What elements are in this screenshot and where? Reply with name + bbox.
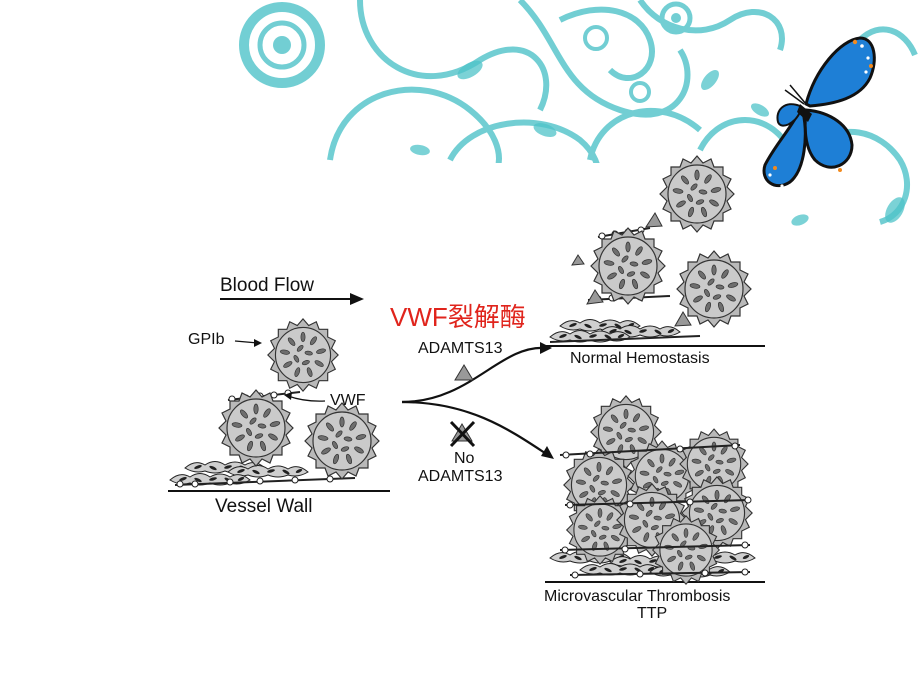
branch-arrow-upper (401, 346, 546, 404)
microvascular-thrombosis-label: Microvascular Thrombosis (544, 588, 731, 605)
ttp-label: TTP (637, 605, 668, 622)
no-adamts13-label: ADAMTS13 (418, 468, 503, 485)
branch-arrow-lower (401, 400, 549, 456)
blood-flow-arrowhead (350, 293, 364, 305)
thrombosis-vwf-strands (559, 442, 752, 579)
no-label: No (454, 450, 475, 467)
cleaved-fragments (571, 212, 692, 327)
vwf-label: VWF (330, 392, 366, 409)
swirl-leaves (410, 60, 905, 226)
butterfly-icon (762, 36, 876, 188)
adamts13-triangle (454, 364, 474, 381)
normal-hemostasis-label: Normal Hemostasis (570, 350, 710, 367)
enzyme-chinese-label: VWF裂解酶 (390, 302, 526, 332)
vessel-wall-label: Vessel Wall (215, 496, 313, 517)
blocked-cross-icon (449, 420, 476, 448)
adamts13-label: ADAMTS13 (418, 340, 503, 357)
gpib-label: GPIb (188, 331, 225, 348)
blood-flow-label: Blood Flow (220, 275, 314, 296)
